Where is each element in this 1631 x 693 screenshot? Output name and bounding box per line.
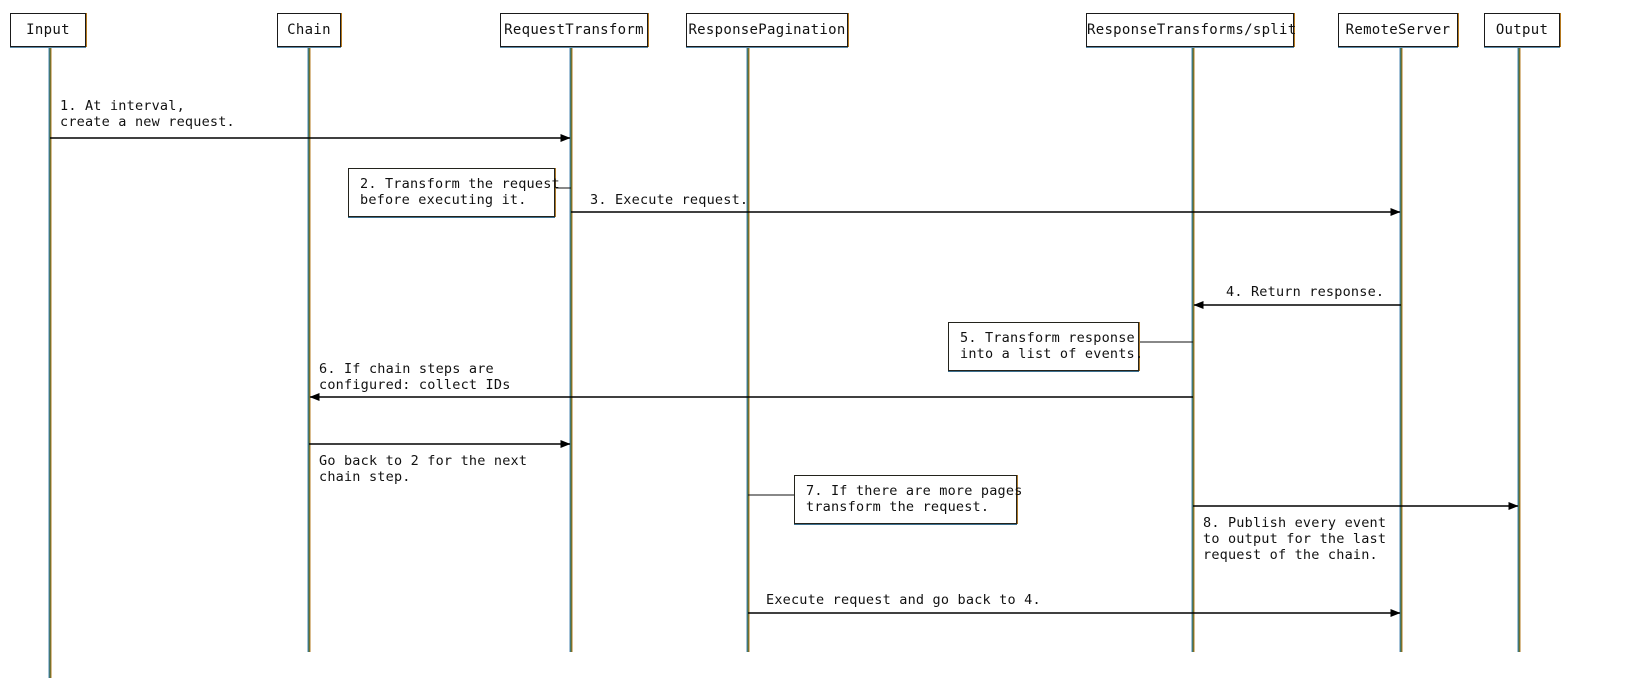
participant-responsepagination[interactable]: ResponsePagination (686, 13, 848, 47)
note-2[interactable]: 2. Transform the request before executin… (348, 168, 560, 217)
participant-remoteserver[interactable]: RemoteServer (1338, 13, 1458, 47)
note-7[interactable]: 7. If there are more pages transform the… (794, 475, 1022, 524)
note-5[interactable]: 5. Transform response into a list of eve… (948, 322, 1143, 371)
message-label-m-goback: Go back to 2 for the next chain step. (319, 453, 528, 485)
message-label-m-exec2: Execute request and go back to 4. (766, 592, 1041, 608)
message-label-m8: 8. Publish every event to output for the… (1203, 515, 1387, 563)
message-hitarea-m8[interactable] (1193, 500, 1519, 512)
participant-requesttransform[interactable]: RequestTransform (500, 13, 648, 47)
lifelines-group (48, 47, 1521, 678)
lifeline-hitarea-remoteserver[interactable] (1396, 47, 1407, 652)
message-label-m4: 4. Return response. (1226, 284, 1385, 300)
lifeline-hitarea-responsepagination[interactable] (743, 47, 754, 652)
message-label-m3: 3. Execute request. (590, 192, 749, 208)
message-label-m6: 6. If chain steps are configured: collec… (319, 361, 511, 393)
lifeline-hitarea-output[interactable] (1514, 47, 1525, 652)
message-arrows-group (50, 134, 1519, 617)
message-hitarea-m-exec2[interactable] (748, 607, 1401, 619)
participant-responsetransforms-split[interactable]: ResponseTransforms/split (1086, 13, 1296, 47)
participant-input[interactable]: Input (10, 13, 86, 47)
message-label-m1: 1. At interval, create a new request. (60, 98, 235, 130)
message-hitarea-m1[interactable] (50, 132, 571, 144)
lifeline-hitarea-responsetransforms-split[interactable] (1188, 47, 1199, 652)
message-hitarea-m4[interactable] (1193, 299, 1401, 311)
note-connectors-group (555, 187, 1193, 496)
participant-output[interactable]: Output (1484, 13, 1560, 47)
message-hitarea-m-goback[interactable] (309, 438, 571, 450)
participant-chain[interactable]: Chain (277, 13, 341, 47)
